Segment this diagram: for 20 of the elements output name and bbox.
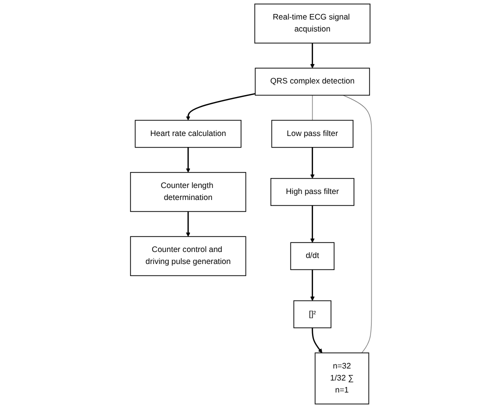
arrow — [310, 270, 315, 301]
arrow — [312, 328, 322, 354]
node-box: Low pass filter — [271, 120, 354, 148]
arrow — [310, 206, 315, 243]
arrow — [310, 43, 315, 68]
node-box: QRS complex detection — [254, 68, 370, 96]
node-box: []² — [293, 300, 332, 328]
node-box: Heart rate calculation — [134, 120, 242, 148]
arrow — [186, 93, 256, 120]
node-box: Counter control and driving pulse generation — [130, 236, 246, 276]
node-box: d/dt — [290, 242, 334, 270]
connector — [312, 94, 313, 121]
connector — [342, 94, 372, 354]
arrow — [186, 147, 190, 173]
node-box: High pass filter — [270, 178, 354, 206]
node-box: Counter length determination — [130, 172, 246, 212]
arrow — [310, 147, 315, 179]
node-box: Real-time ECG signal acquistion — [254, 4, 370, 44]
node-box: n=32 1/32 ∑ n=1 — [314, 352, 370, 404]
arrow — [186, 212, 190, 237]
